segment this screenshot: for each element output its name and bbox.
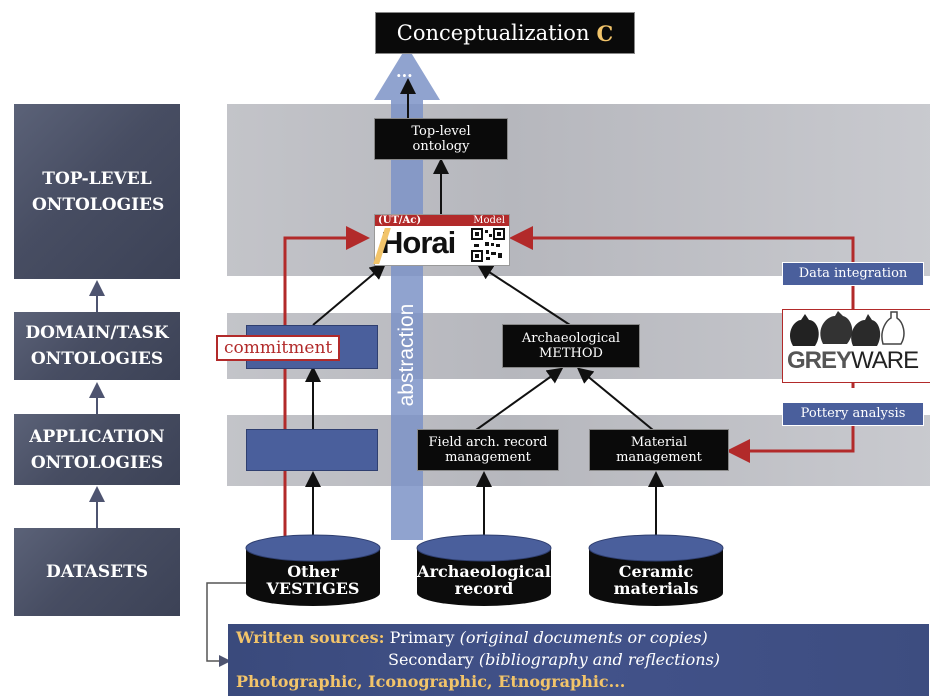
greyware-grey-text: GREY [787, 347, 852, 374]
secondary-label: Secondary [388, 650, 474, 669]
archaeological-method-label: Archaeological METHOD [521, 331, 621, 361]
material-management-box: Material management [589, 429, 729, 471]
horai-logo-text: Horai [381, 225, 456, 260]
greyware-logo: GREYWARE [782, 309, 930, 383]
cylinder-archaeological-record [416, 534, 552, 606]
secondary-note: (bibliography and reflections) [478, 650, 721, 669]
archaeological-method-box: Archaeological METHOD [502, 324, 640, 368]
horai-model-logo: (UT/Ac) Model Horai [373, 214, 510, 266]
top-level-ontology-box: Top-level ontology [374, 118, 508, 160]
side-datasets-label: DATASETS [45, 562, 149, 582]
horai-tag-left: (UT/Ac) [378, 215, 422, 226]
photographic-label: Photographic, Iconographic, Etnographic.… [236, 672, 626, 691]
cylinder-other-label: Other VESTIGES [266, 562, 360, 598]
conceptualization-letter: C [596, 20, 614, 46]
side-datasets: DATASETS [14, 528, 180, 616]
top-level-ontology-label: Top-level ontology [411, 124, 471, 154]
conceptualization-text: Conceptualization [396, 20, 590, 45]
side-application-label: APPLICATION ONTOLOGIES [29, 426, 165, 473]
cylinder-ceramic-materials [588, 534, 724, 606]
field-record-management-box: Field arch. record management [417, 429, 559, 471]
side-domain-task-ontologies: DOMAIN/TASK ONTOLOGIES [14, 312, 180, 380]
sources-panel: Written sources: Primary (original docum… [228, 624, 929, 696]
qr-code-icon [471, 228, 505, 262]
greyware-ware-text: WARE [851, 347, 919, 374]
band-top-level [227, 104, 930, 276]
field-record-management-label: Field arch. record management [428, 435, 548, 465]
side-top-level-ontologies: TOP-LEVEL ONTOLOGIES [14, 104, 180, 279]
commitment-label: commitment [216, 335, 341, 361]
written-sources-label: Written sources: [236, 628, 385, 647]
primary-note: (original documents or copies) [459, 628, 708, 647]
cylinder-record-label: Archaeological record [417, 562, 551, 598]
side-domain-task-label: DOMAIN/TASK ONTOLOGIES [25, 323, 169, 369]
application-blue-box [246, 429, 378, 471]
side-application-ontologies: APPLICATION ONTOLOGIES [14, 414, 180, 485]
side-top-level-label: TOP-LEVEL ONTOLOGIES [32, 168, 165, 215]
pottery-jars-icon [790, 311, 905, 346]
cylinder-ceramic-label: Ceramic materials [613, 562, 699, 598]
primary-label: Primary [389, 628, 455, 647]
conceptualization-box: Conceptualization C [375, 12, 635, 54]
data-integration-label: Data integration [782, 262, 924, 286]
ellipsis-label: ... [396, 62, 413, 81]
pottery-analysis-label: Pottery analysis [782, 402, 924, 426]
horai-tag-right: Model [473, 215, 505, 226]
material-management-label: Material management [616, 435, 702, 465]
cylinder-other-vestiges [245, 534, 381, 606]
